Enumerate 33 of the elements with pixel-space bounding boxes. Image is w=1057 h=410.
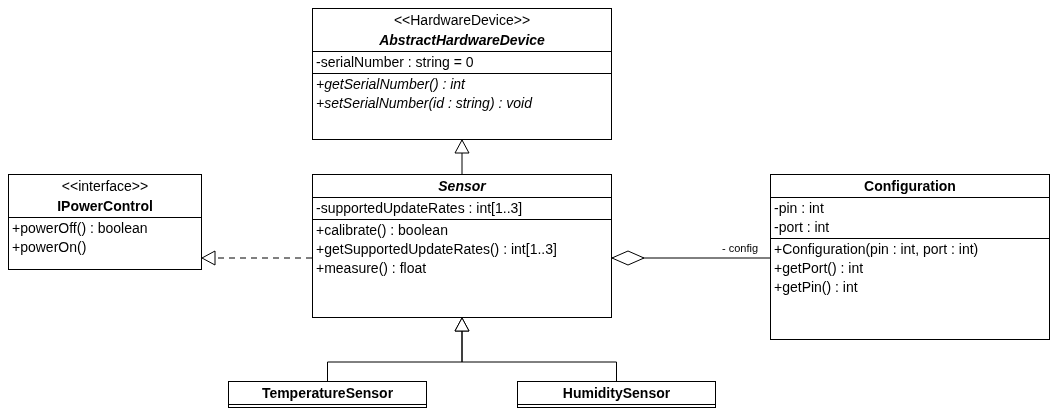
stereotype-label: <<interface>> <box>61 177 149 196</box>
stereotype-label: <<HardwareDevice>> <box>393 11 531 30</box>
method-text: +measure() : float <box>315 259 428 278</box>
realization-arrow <box>201 250 313 266</box>
method-text: +powerOn() <box>11 238 88 257</box>
class-box <box>517 381 716 408</box>
class-name: IPowerControl <box>57 197 153 216</box>
method-text: +Configuration(pin : int, port : int) <box>773 240 980 259</box>
class-name: TemperatureSensor <box>261 384 394 403</box>
aggregation-line <box>611 250 771 266</box>
attribute-text: -port : int <box>773 218 831 237</box>
inheritance-arrow <box>454 139 470 175</box>
class-box <box>770 174 1050 340</box>
class-name: Configuration <box>864 177 956 196</box>
class-box <box>228 381 427 408</box>
method-text: +calibrate() : boolean <box>315 221 449 240</box>
method-text: +getPin() : int <box>773 278 859 297</box>
method-text: +powerOff() : boolean <box>11 219 149 238</box>
method-text: +getSupportedUpdateRates() : int[1..3] <box>315 240 558 259</box>
attribute-text: -supportedUpdateRates : int[1..3] <box>315 199 524 218</box>
method-text: +getPort() : int <box>773 259 865 278</box>
class-box <box>312 8 612 140</box>
class-box <box>8 174 202 270</box>
class-name: HumiditySensor <box>562 384 671 403</box>
class-name: AbstractHardwareDevice <box>379 31 545 50</box>
attribute-text: -serialNumber : string = 0 <box>315 53 475 72</box>
class-name: Sensor <box>438 177 486 196</box>
class-box <box>312 174 612 318</box>
method-text: +getSerialNumber() : int <box>315 75 467 94</box>
method-text: +setSerialNumber(id : string) : void <box>315 94 534 113</box>
inheritance-arrow <box>454 317 617 382</box>
attribute-text: -pin : int <box>773 199 825 218</box>
edge-label: - config <box>720 243 761 254</box>
